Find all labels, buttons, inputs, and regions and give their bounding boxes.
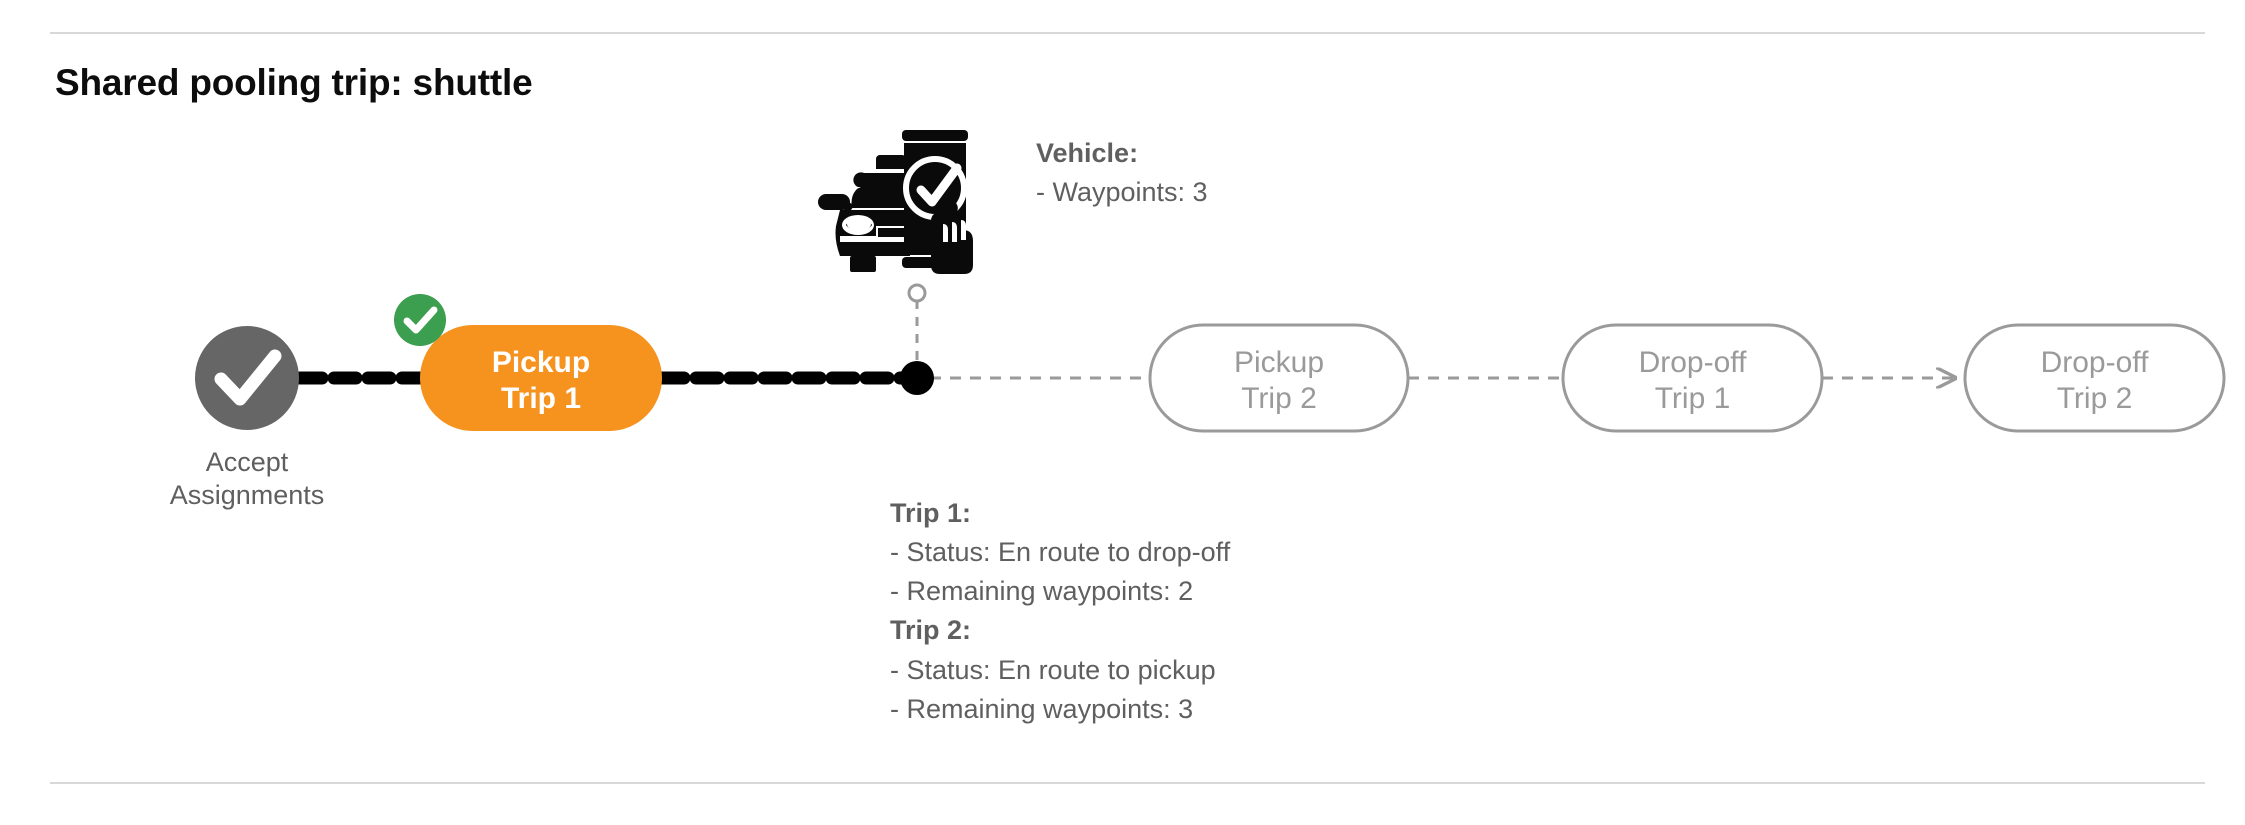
bottom-divider bbox=[50, 782, 2205, 784]
trip1-waypoints: - Remaining waypoints: 2 bbox=[890, 576, 1194, 607]
vehicle-annotation-heading: Vehicle bbox=[1036, 138, 1130, 168]
node-pickup-trip-2[interactable] bbox=[1148, 323, 1410, 433]
trips-annotation: Trip 1: - Status: En route to drop-off -… bbox=[890, 494, 1230, 729]
vehicle-annotation: Vehicle: - Waypoints: 3 bbox=[1036, 134, 1208, 212]
trip2-waypoints: - Remaining waypoints: 3 bbox=[890, 693, 1194, 724]
top-divider bbox=[50, 32, 2205, 34]
trip1-status: - Status: En route to drop-off bbox=[890, 537, 1231, 568]
trip2-heading-row: Trip 2: bbox=[890, 611, 1230, 650]
current-position-dot bbox=[900, 361, 934, 395]
check-circle-icon bbox=[214, 349, 282, 406]
trip2-status: - Status: En route to pickup bbox=[890, 654, 1216, 685]
vehicle-phone-check-icon bbox=[818, 130, 973, 274]
vehicle-annotation-waypoints: - Waypoints: 3 bbox=[1036, 177, 1208, 208]
vehicle-annotation-heading-row: Vehicle: bbox=[1036, 134, 1208, 173]
vehicle-leader-line bbox=[907, 283, 927, 360]
accept-label-line2: Assignments bbox=[169, 479, 325, 510]
node-pickup-trip-1[interactable] bbox=[420, 325, 662, 431]
vehicle-annotation-heading-suffix: : bbox=[1129, 138, 1139, 168]
trip2-heading: Trip 2 bbox=[890, 615, 963, 646]
check-badge-icon bbox=[394, 294, 446, 346]
trip1-heading: Trip 1 bbox=[890, 498, 963, 528]
trip2-heading-suffix: : bbox=[962, 615, 972, 646]
page-title: Shared pooling trip: shuttle bbox=[55, 62, 533, 103]
node-dropoff-trip-1[interactable] bbox=[1561, 323, 1824, 433]
trip1-heading-row: Trip 1: bbox=[890, 494, 1230, 533]
node-accept-assignments[interactable] bbox=[195, 326, 299, 430]
accept-label-line1: Accept bbox=[205, 447, 289, 477]
trip1-heading-suffix: : bbox=[962, 498, 972, 528]
node-dropoff-trip-2[interactable] bbox=[1963, 323, 2226, 433]
